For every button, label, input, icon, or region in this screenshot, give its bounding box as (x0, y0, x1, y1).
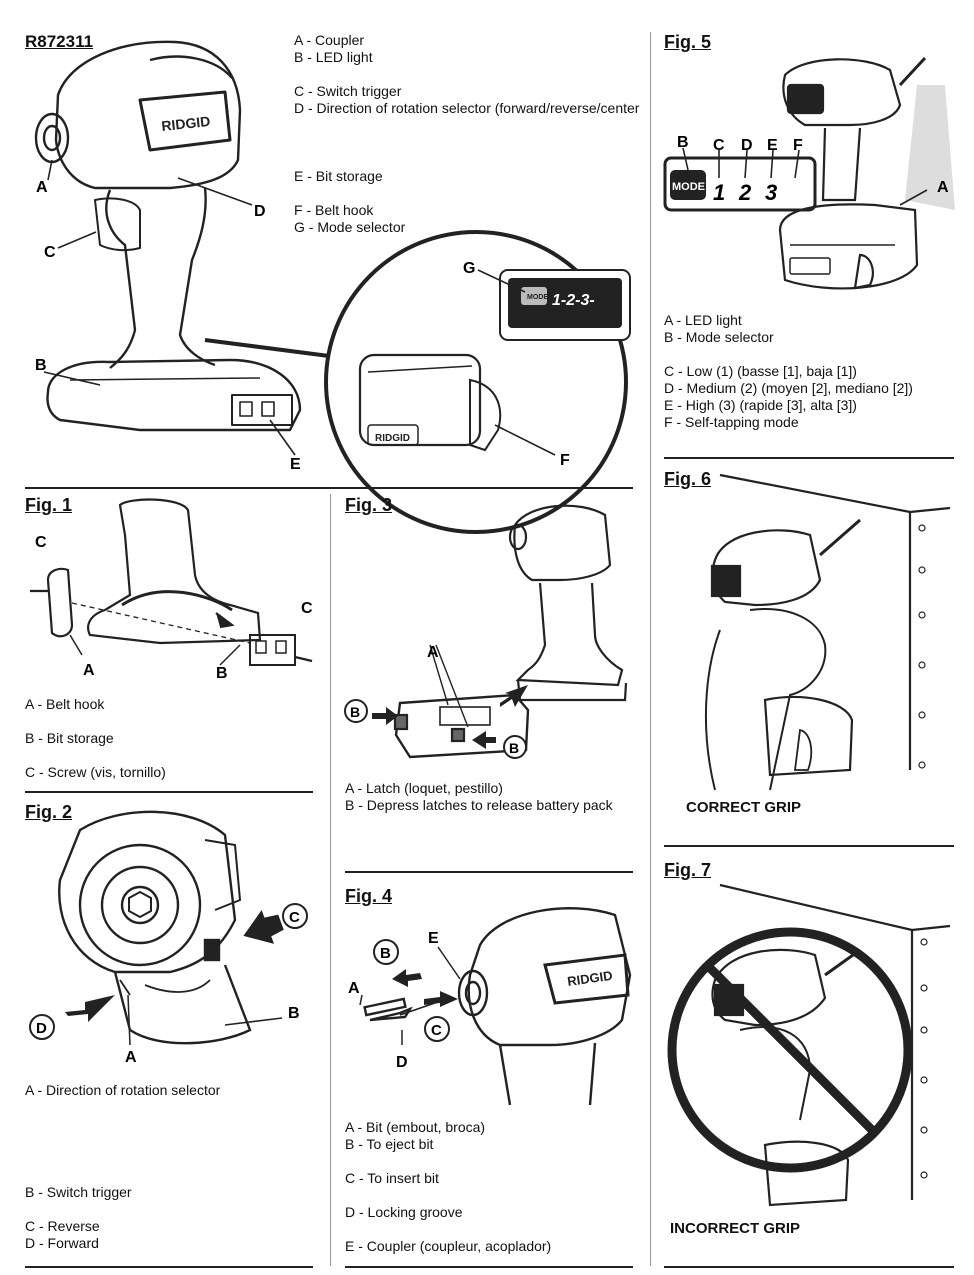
fig4-callout-d: D (396, 1054, 408, 1071)
main-legend-item: C - Switch trigger (294, 83, 402, 99)
fig5-callout-f: F (793, 137, 803, 154)
fig3-legend: A - Latch (loquet, pestillo) B - Depress… (345, 780, 613, 814)
brand-logo-main: RIDGID (161, 113, 211, 134)
fig2-illustration: C D A B (29, 810, 308, 1066)
fig1-callout-a: A (83, 662, 95, 679)
divider (650, 32, 651, 1266)
fig5-legend-item: A - LED light (664, 312, 742, 328)
fig5-callout-d: D (741, 137, 753, 154)
fig1-callout-b: B (216, 665, 228, 682)
fig5-speed-2: 2 (738, 180, 752, 205)
main-legend-item: F - Belt hook (294, 202, 374, 218)
main-legend-item: B - LED light (294, 49, 373, 65)
callout-b: B (35, 357, 47, 374)
fig5-callout-a: A (937, 179, 949, 196)
callout-e: E (290, 456, 301, 473)
fig2-callout-c: C (289, 909, 300, 926)
fig1-callout-c: C (301, 600, 313, 617)
fig4-callout-a: A (348, 980, 360, 997)
divider (664, 457, 954, 459)
divider (330, 494, 331, 1266)
fig5-speed-3: 3 (765, 180, 777, 205)
fig4-legend-item: E - Coupler (coupleur, acoplador) (345, 1238, 552, 1254)
fig6-title: Fig. 6 (664, 469, 712, 489)
fig5-callout-b: B (677, 134, 689, 151)
fig6-caption: CORRECT GRIP (686, 799, 802, 816)
fig3-legend-item: B - Depress latches to release battery p… (345, 797, 613, 813)
callout-c: C (44, 244, 56, 261)
fig5-callout-c: C (713, 137, 725, 154)
fig3-illustration: A B B (344, 504, 628, 759)
fig2-callout-a: A (125, 1049, 137, 1066)
fig5-legend-item: C - Low (1) (basse [1], baja [1]) (664, 363, 857, 379)
callout-d: D (254, 203, 266, 220)
divider (345, 1266, 633, 1268)
fig2-legend-item: A - Direction of rotation selector (25, 1082, 221, 1098)
fig4-illustration: RIDGID B E A C D (348, 907, 632, 1106)
main-mode-label: MODE (527, 294, 548, 301)
fig5-legend: A - LED light B - Mode selector C - Low … (664, 312, 913, 431)
fig4-legend-item: A - Bit (embout, broca) (345, 1119, 486, 1135)
fig5-legend-item: D - Medium (2) (moyen [2], mediano [2]) (664, 380, 913, 396)
fig5-title: Fig. 5 (664, 32, 712, 52)
fig7-illustration (667, 883, 951, 1207)
main-mode-speeds: 1-2-3- (552, 292, 595, 309)
brand-logo-zoom: RIDGID (375, 433, 410, 444)
callout-g: G (463, 260, 475, 277)
fig7-title: Fig. 7 (664, 860, 712, 880)
fig5-legend-item: B - Mode selector (664, 329, 774, 345)
main-legend-item: G - Mode selector (294, 219, 406, 235)
main-legend-item: A - Coupler (294, 32, 365, 48)
fig4-callout-c: C (431, 1022, 442, 1039)
fig2-callout-b: B (288, 1005, 300, 1022)
fig3-callout-a: A (427, 644, 439, 661)
fig1-callout-c: C (35, 534, 47, 551)
fig2-legend: A - Direction of rotation selector B - S… (25, 1082, 220, 1252)
fig2-legend-item: C - Reverse (25, 1218, 100, 1234)
main-legend-item: D - Direction of rotation selector (forw… (294, 100, 640, 116)
divider (25, 1266, 313, 1268)
callout-f: F (560, 452, 570, 469)
fig2-title: Fig. 2 (25, 802, 73, 822)
fig3-callout-b: B (509, 740, 519, 756)
fig7-caption: INCORRECT GRIP (670, 1220, 801, 1237)
fig2-legend-item: B - Switch trigger (25, 1184, 132, 1200)
fig4-legend-item: B - To eject bit (345, 1136, 434, 1152)
divider (664, 845, 954, 847)
fig2-legend-item: D - Forward (25, 1235, 99, 1251)
fig4-legend-item: D - Locking groove (345, 1204, 463, 1220)
fig3-title: Fig. 3 (345, 495, 393, 515)
fig3-legend-item: A - Latch (loquet, pestillo) (345, 780, 503, 796)
fig2-callout-d: D (36, 1020, 47, 1037)
main-tool-illustration: MODE 1-2-3- RIDGID RIDGID A B C D E F G (34, 40, 631, 534)
fig1-legend: A - Belt hook B - Bit storage C - Screw … (25, 696, 166, 781)
main-legend: A - Coupler B - LED light C - Switch tri… (294, 32, 639, 236)
fig4-callout-e: E (428, 930, 439, 947)
fig5-callout-e: E (767, 137, 778, 154)
fig5-speed-1: 1 (713, 180, 725, 205)
fig1-legend-item: A - Belt hook (25, 696, 105, 712)
fig5-legend-item: E - High (3) (rapide [3], alta [3]) (664, 397, 857, 413)
fig4-legend: A - Bit (embout, broca) B - To eject bit… (345, 1119, 551, 1255)
fig6-illustration (704, 473, 951, 791)
fig1-legend-item: B - Bit storage (25, 730, 114, 746)
fig3-callout-b: B (350, 704, 360, 720)
divider (345, 871, 633, 873)
divider (664, 1266, 954, 1268)
model-number: R872311 (25, 32, 94, 51)
fig5-legend-item: F - Self-tapping mode (664, 414, 799, 430)
callout-a: A (36, 179, 48, 196)
divider (25, 487, 633, 489)
fig1-title: Fig. 1 (25, 495, 73, 515)
divider (25, 791, 313, 793)
fig5-mode-label: MODE (672, 181, 705, 193)
brand-logo-fig4: RIDGID (566, 968, 613, 989)
fig4-callout-b: B (380, 945, 391, 962)
fig4-title: Fig. 4 (345, 886, 393, 906)
fig5-illustration: MODE 1 2 3 B C D E F A (663, 56, 955, 290)
fig4-legend-item: C - To insert bit (345, 1170, 439, 1186)
main-legend-item: E - Bit storage (294, 168, 383, 184)
fig1-legend-item: C - Screw (vis, tornillo) (25, 764, 166, 780)
fig1-illustration: C C A B (30, 498, 313, 682)
